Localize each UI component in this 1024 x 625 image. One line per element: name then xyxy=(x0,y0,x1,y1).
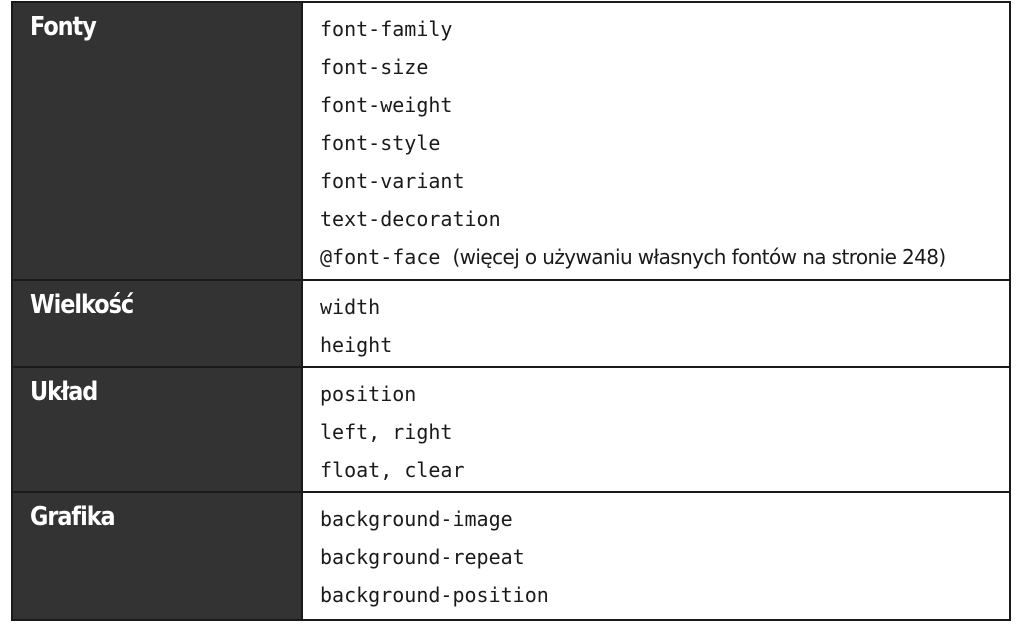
property-item: text-decoration xyxy=(320,207,501,231)
properties-cell: position left, right float, clear xyxy=(303,368,1009,491)
properties-cell: background-image background-repeat backg… xyxy=(303,493,1009,619)
table-row-fonty: Fonty font-family font-size font-weight … xyxy=(13,3,1009,281)
property-item: font-size xyxy=(320,55,429,79)
property-name: float xyxy=(320,458,381,482)
property-name: left xyxy=(320,420,369,444)
fontface-item: @font-face (więcej o używaniu własnych f… xyxy=(320,242,1009,280)
property-item: font-variant xyxy=(320,169,465,193)
property-item: background-image xyxy=(320,507,513,531)
property-item: position xyxy=(320,382,417,406)
property-pair: left, right xyxy=(320,417,1009,455)
property-item: height xyxy=(320,333,393,357)
css-properties-table: Fonty font-family font-size font-weight … xyxy=(11,1,1011,621)
property-item: background-position xyxy=(320,583,549,607)
properties-cell: font-family font-size font-weight font-s… xyxy=(303,3,1009,279)
category-cell: Wielkość xyxy=(13,281,303,366)
category-cell: Grafika xyxy=(13,493,303,619)
category-label: Układ xyxy=(30,377,98,407)
property-item: font-family xyxy=(320,17,453,41)
property-item: background-repeat xyxy=(320,545,525,569)
fontface-code: @font-face xyxy=(320,245,441,269)
table-row-uklad: Układ position left, right float, clear xyxy=(13,368,1009,493)
fontface-note: (więcej o używaniu własnych fontów na st… xyxy=(452,245,946,269)
property-item: width xyxy=(320,295,381,319)
properties-cell: width height xyxy=(303,281,1009,366)
category-label: Grafika xyxy=(30,502,116,532)
property-item: font-style xyxy=(320,131,441,155)
category-label: Wielkość xyxy=(30,290,134,320)
separator: , xyxy=(368,420,381,444)
category-label: Fonty xyxy=(30,12,97,42)
table-row-wielkosc: Wielkość width height xyxy=(13,281,1009,368)
category-cell: Układ xyxy=(13,368,303,491)
property-name: clear xyxy=(404,458,465,482)
category-cell: Fonty xyxy=(13,3,303,279)
property-pair: float, clear xyxy=(320,455,1009,493)
property-name: right xyxy=(392,420,453,444)
separator: , xyxy=(380,458,393,482)
property-item: font-weight xyxy=(320,93,453,117)
table-row-grafika: Grafika background-image background-repe… xyxy=(13,493,1009,619)
